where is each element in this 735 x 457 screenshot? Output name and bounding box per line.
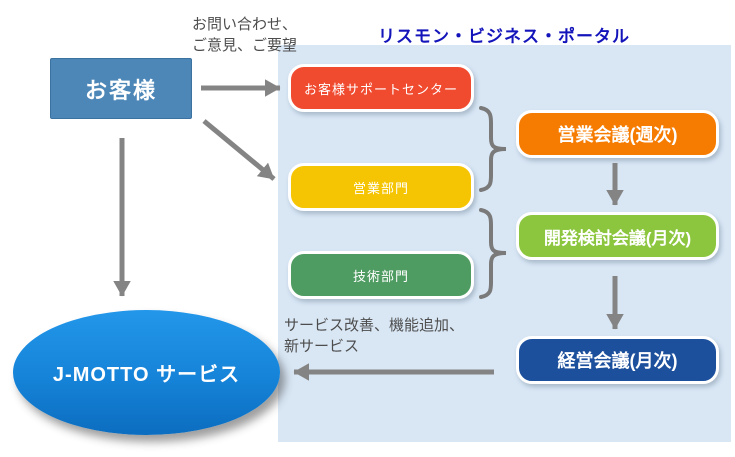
dept-box-support-center: お客様サポートセンター (288, 64, 474, 112)
meeting-box-exec-monthly: 経営会議(月次) (516, 336, 719, 384)
feedback-note-line2: 新サービス (284, 338, 360, 355)
dept-box-tech: 技術部門 (288, 251, 474, 299)
customer-box: お客様 (50, 58, 192, 119)
portal-title: リスモン・ビジネス・ポータル (378, 27, 630, 46)
arrow-customer-to-sales (202, 119, 276, 181)
inquiry-note-line1: お問い合わせ、 (192, 16, 298, 33)
inquiry-note-line2: ご意見、ご要望 (192, 37, 298, 54)
feedback-note-line1: サービス改善、機能追加、 (284, 317, 465, 334)
service-ellipse: J-MOTTO サービス (13, 310, 280, 435)
meeting-box-dev-monthly: 開発検討会議(月次) (516, 212, 719, 260)
inquiry-note: お問い合わせ、 ご意見、ご要望 (192, 14, 297, 56)
meeting-box-sales-weekly: 営業会議(週次) (516, 110, 719, 158)
feedback-note: サービス改善、機能追加、 新サービス (284, 315, 464, 357)
dept-box-sales: 営業部門 (288, 163, 474, 211)
